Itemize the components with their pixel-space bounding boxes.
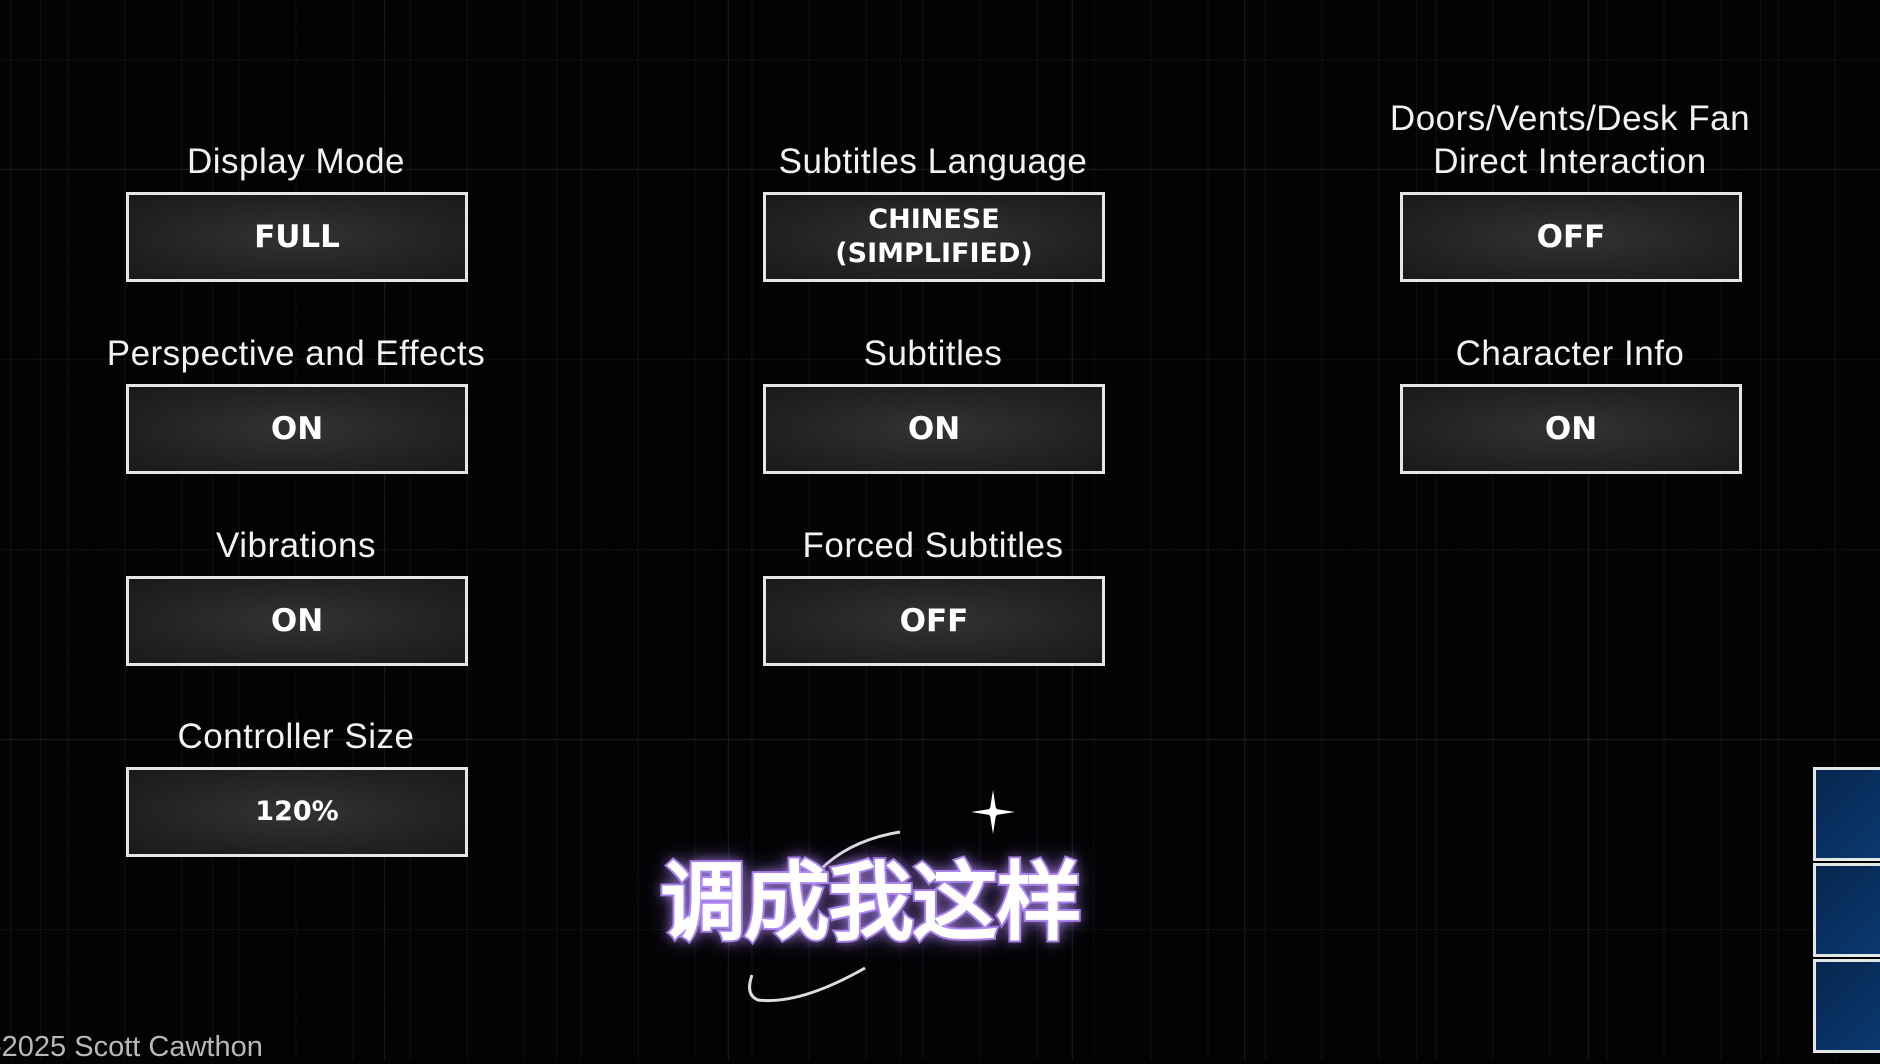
subtitles-button[interactable]: ON <box>763 384 1105 474</box>
side-menu-button-3[interactable] <box>1813 959 1880 1053</box>
direct-interaction-label: Doors/Vents/Desk Fan Direct Interaction <box>1310 97 1830 183</box>
direct-interaction-label-line2: Direct Interaction <box>1433 142 1707 181</box>
direct-interaction-button[interactable]: OFF <box>1400 192 1742 282</box>
perspective-effects-label: Perspective and Effects <box>106 334 486 373</box>
copyright-footer: -2025 Scott Cawthon <box>0 1031 263 1063</box>
display-mode-label: Display Mode <box>186 142 406 181</box>
forced-subtitles-label: Forced Subtitles <box>802 526 1064 565</box>
forced-subtitles-button[interactable]: OFF <box>763 576 1105 666</box>
star-icon <box>971 790 1015 834</box>
direct-interaction-label-line1: Doors/Vents/Desk Fan <box>1389 99 1751 138</box>
controller-size-label: Controller Size <box>177 717 415 756</box>
side-menu-button-1[interactable] <box>1813 767 1880 861</box>
controller-size-button[interactable]: 120% <box>126 767 468 857</box>
vibrations-button[interactable]: ON <box>126 576 468 666</box>
character-info-label: Character Info <box>1455 334 1685 373</box>
perspective-effects-button[interactable]: ON <box>126 384 468 474</box>
side-menu-button-2[interactable] <box>1813 863 1880 957</box>
subtitles-label: Subtitles <box>863 334 1003 373</box>
character-info-button[interactable]: ON <box>1400 384 1742 474</box>
overlay-caption: 调成我这样 <box>658 851 1084 955</box>
subtitles-language-button[interactable]: CHINESE (SIMPLIFIED) <box>763 192 1105 282</box>
sparkle-arc-decoration <box>748 790 1015 1003</box>
display-mode-button[interactable]: FULL <box>126 192 468 282</box>
subtitles-language-label: Subtitles Language <box>778 142 1088 181</box>
vibrations-label: Vibrations <box>215 526 376 565</box>
